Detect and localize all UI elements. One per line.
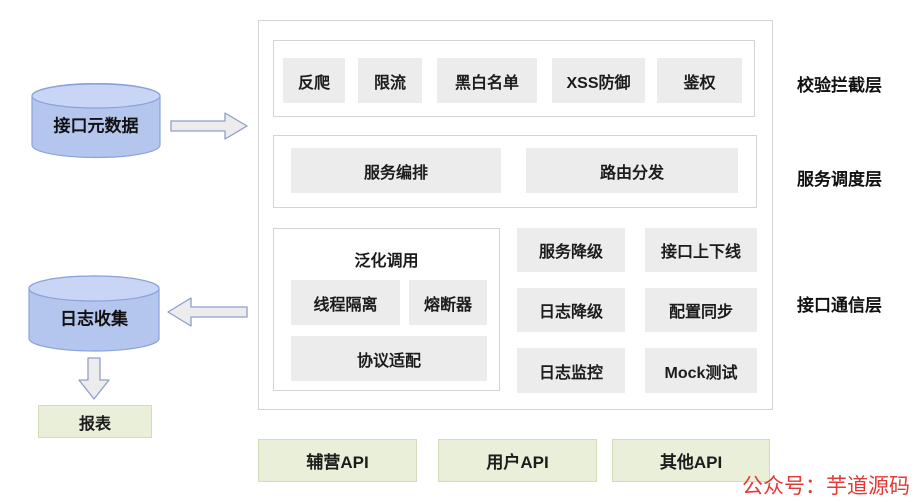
report-box: 报表 — [38, 405, 152, 438]
feature-box-routing: 路由分发 — [526, 148, 738, 193]
arrow-left-gateway-to-log — [166, 297, 248, 332]
validation-layer-label: 校验拦截层 — [797, 76, 882, 95]
left-arrow-icon — [167, 297, 248, 327]
feature-box-xss-defense: XSS防御 — [552, 58, 645, 103]
communication-layer-label: 接口通信层 — [797, 296, 882, 315]
backend-api-box-other: 其他API — [612, 439, 770, 482]
generic-call-group-title: 泛化调用 — [354, 253, 419, 270]
log-db-cylinder: 日志收集 — [28, 275, 160, 353]
feature-box-log-monitor: 日志监控 — [517, 348, 625, 393]
arrow-right-metadata-to-gateway — [170, 112, 249, 145]
feature-box-api-onoffline: 接口上下线 — [645, 228, 757, 272]
arrow-down-log-to-report — [78, 357, 110, 405]
database-cylinder-icon — [28, 275, 160, 352]
scheduling-layer-label: 服务调度层 — [797, 170, 882, 189]
down-arrow-icon — [78, 357, 110, 400]
feature-box-log-degrade: 日志降级 — [517, 288, 625, 332]
feature-box-anti-crawl: 反爬 — [283, 58, 345, 103]
feature-box-thread-isolation: 线程隔离 — [291, 280, 400, 325]
log-db-label: 日志收集 — [60, 309, 128, 329]
feature-box-orchestration: 服务编排 — [291, 148, 501, 193]
database-cylinder-icon — [31, 83, 161, 159]
backend-api-box-user: 用户API — [438, 439, 597, 482]
feature-box-mock-test: Mock测试 — [645, 348, 757, 393]
feature-box-blackwhitelist: 黑白名单 — [437, 58, 537, 103]
feature-box-config-sync: 配置同步 — [645, 288, 757, 332]
right-arrow-icon — [170, 112, 248, 140]
feature-box-circuit-breaker: 熔断器 — [409, 280, 487, 325]
feature-box-auth: 鉴权 — [657, 58, 742, 103]
feature-box-service-degrade: 服务降级 — [517, 228, 625, 272]
backend-api-box-auxiliary: 辅营API — [258, 439, 417, 482]
feature-box-rate-limit: 限流 — [358, 58, 422, 103]
metadata-db-label: 接口元数据 — [53, 116, 139, 136]
metadata-db-cylinder: 接口元数据 — [31, 83, 161, 159]
feature-box-protocol-adapt: 协议适配 — [291, 336, 487, 381]
watermark-text: 公众号：芋道源码 — [742, 474, 910, 498]
